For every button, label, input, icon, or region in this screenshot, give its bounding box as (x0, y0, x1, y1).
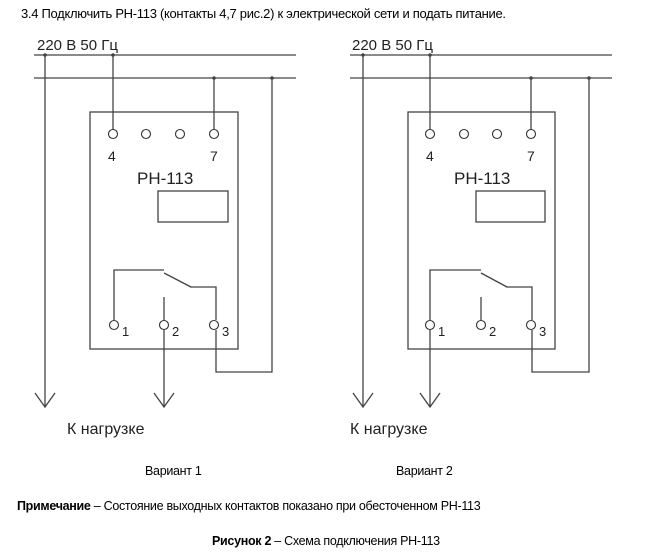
arrow-down-icon (352, 392, 374, 409)
terminal-7 (208, 128, 220, 140)
contact-wire-1 (113, 269, 164, 320)
figure-text: Схема подключения РН-113 (284, 534, 440, 548)
figure-label: Рисунок 2 (212, 534, 272, 548)
load-label: К нагрузке (67, 421, 145, 438)
instruction-text: 3.4 Подключить РН-113 (контакты 4,7 рис.… (21, 6, 506, 21)
terminal-4 (107, 128, 119, 140)
display-window (157, 190, 229, 223)
device-label: РН-113 (137, 169, 193, 188)
note: Примечание – Состояние выходных контакто… (17, 499, 481, 513)
note-label: Примечание (17, 499, 91, 513)
supply-label: 220 В 50 Гц (352, 37, 433, 54)
wire-terminal-3 (215, 78, 273, 373)
contact-wire-3 (190, 286, 217, 320)
diagram-variant-2: 220 В 50 Гц 4 7 РН-113 1 2 3 К нагрузке (350, 37, 612, 438)
terminal-3 (525, 319, 537, 331)
terminal-7 (525, 128, 537, 140)
relay-body (407, 111, 556, 350)
switch-blade (163, 272, 192, 288)
terminal-label-3: 3 (222, 324, 229, 339)
terminal (174, 128, 186, 140)
variant-1-caption: Вариант 1 (145, 464, 202, 478)
supply-label: 220 В 50 Гц (37, 37, 118, 54)
terminal-3 (208, 319, 220, 331)
contact-wire-1 (429, 269, 481, 320)
device-label: РН-113 (454, 169, 510, 188)
wire-terminal-3 (531, 78, 590, 373)
arrow-down-icon (34, 392, 56, 409)
figure-caption: Рисунок 2 – Схема подключения РН-113 (212, 534, 440, 548)
note-dash: – (90, 499, 104, 513)
terminal-label-7: 7 (210, 148, 218, 164)
display-window (475, 190, 546, 223)
terminal-1 (424, 319, 436, 331)
variant-2-caption: Вариант 2 (396, 464, 453, 478)
terminal (491, 128, 503, 140)
terminal-label-1: 1 (122, 324, 129, 339)
terminal (458, 128, 470, 140)
note-text: Состояние выходных контактов показано пр… (103, 499, 481, 513)
terminal-label-2: 2 (172, 324, 179, 339)
figure-dash: – (271, 534, 285, 548)
terminal-2 (158, 319, 170, 331)
terminal-label-3: 3 (539, 324, 546, 339)
terminal-label-7: 7 (527, 148, 535, 164)
arrow-down-icon (153, 392, 175, 409)
terminal-2 (475, 319, 487, 331)
terminal-label-2: 2 (489, 324, 496, 339)
switch-blade (480, 272, 508, 288)
terminal-1 (108, 319, 120, 331)
terminal (140, 128, 152, 140)
diagram-variant-1: 220 В 50 Гц 4 7 РН-113 1 2 3 К нагрузке (34, 37, 296, 438)
terminal-label-4: 4 (426, 148, 434, 164)
load-label: К нагрузке (350, 421, 428, 438)
contact-wire-3 (506, 286, 533, 320)
terminal-label-4: 4 (108, 148, 116, 164)
terminal-label-1: 1 (438, 324, 445, 339)
arrow-down-icon (419, 392, 441, 409)
terminal-4 (424, 128, 436, 140)
